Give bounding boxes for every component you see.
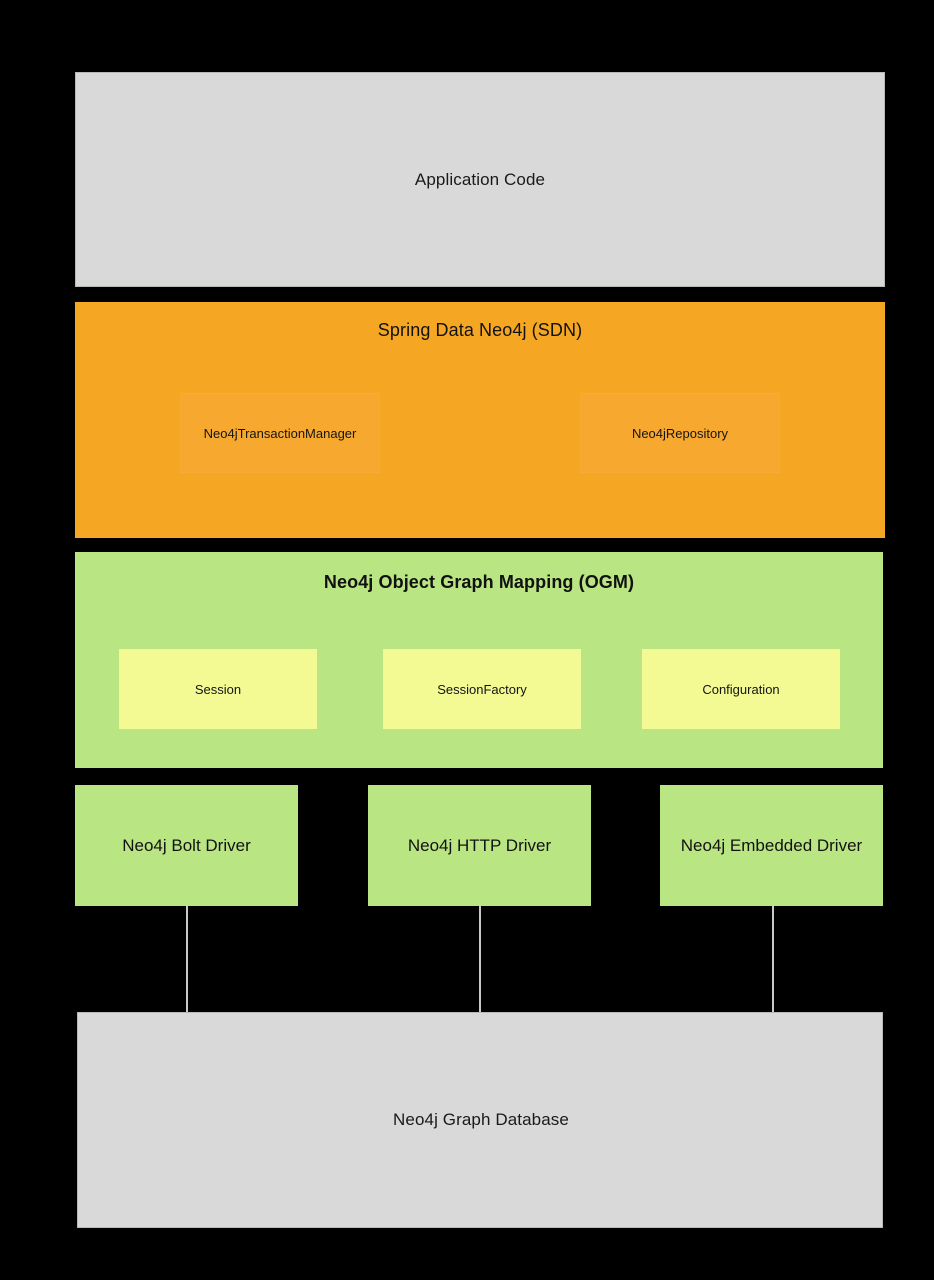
layer-application-code[interactable]: Application Code (75, 72, 885, 287)
component-configuration[interactable]: Configuration (642, 649, 840, 729)
node-neo4j-embedded-driver[interactable]: Neo4j Embedded Driver (660, 785, 883, 906)
connector-http-to-database (479, 906, 481, 1012)
component-neo4j-transaction-manager[interactable]: Neo4jTransactionManager (180, 393, 380, 473)
node-neo4j-graph-database[interactable]: Neo4j Graph Database (77, 1012, 883, 1228)
layer-neo4j-ogm[interactable]: Neo4j Object Graph Mapping (OGM) Session… (75, 552, 883, 768)
component-neo4j-transaction-manager-label: Neo4jTransactionManager (203, 425, 357, 441)
node-neo4j-http-driver[interactable]: Neo4j HTTP Driver (368, 785, 591, 906)
node-neo4j-http-driver-label: Neo4j HTTP Driver (407, 835, 552, 855)
component-session-factory[interactable]: SessionFactory (383, 649, 581, 729)
component-session[interactable]: Session (119, 649, 317, 729)
layer-application-code-label: Application Code (414, 169, 546, 189)
component-configuration-label: Configuration (702, 681, 780, 697)
connector-bolt-to-database (186, 906, 188, 1012)
node-neo4j-bolt-driver-label: Neo4j Bolt Driver (122, 835, 251, 855)
component-session-factory-label: SessionFactory (437, 681, 527, 697)
connector-embedded-to-database (772, 906, 774, 1012)
node-neo4j-graph-database-label: Neo4j Graph Database (393, 1110, 569, 1129)
layer-spring-data-neo4j-label: Spring Data Neo4j (SDN) (377, 320, 583, 340)
layer-spring-data-neo4j[interactable]: Spring Data Neo4j (SDN) Neo4jTransaction… (75, 302, 885, 538)
node-neo4j-embedded-driver-label: Neo4j Embedded Driver (680, 835, 863, 855)
layer-neo4j-ogm-label: Neo4j Object Graph Mapping (OGM) (323, 572, 635, 592)
component-neo4j-repository[interactable]: Neo4jRepository (580, 393, 780, 473)
component-neo4j-repository-label: Neo4jRepository (631, 425, 729, 441)
component-session-label: Session (194, 681, 242, 697)
node-neo4j-bolt-driver[interactable]: Neo4j Bolt Driver (75, 785, 298, 906)
